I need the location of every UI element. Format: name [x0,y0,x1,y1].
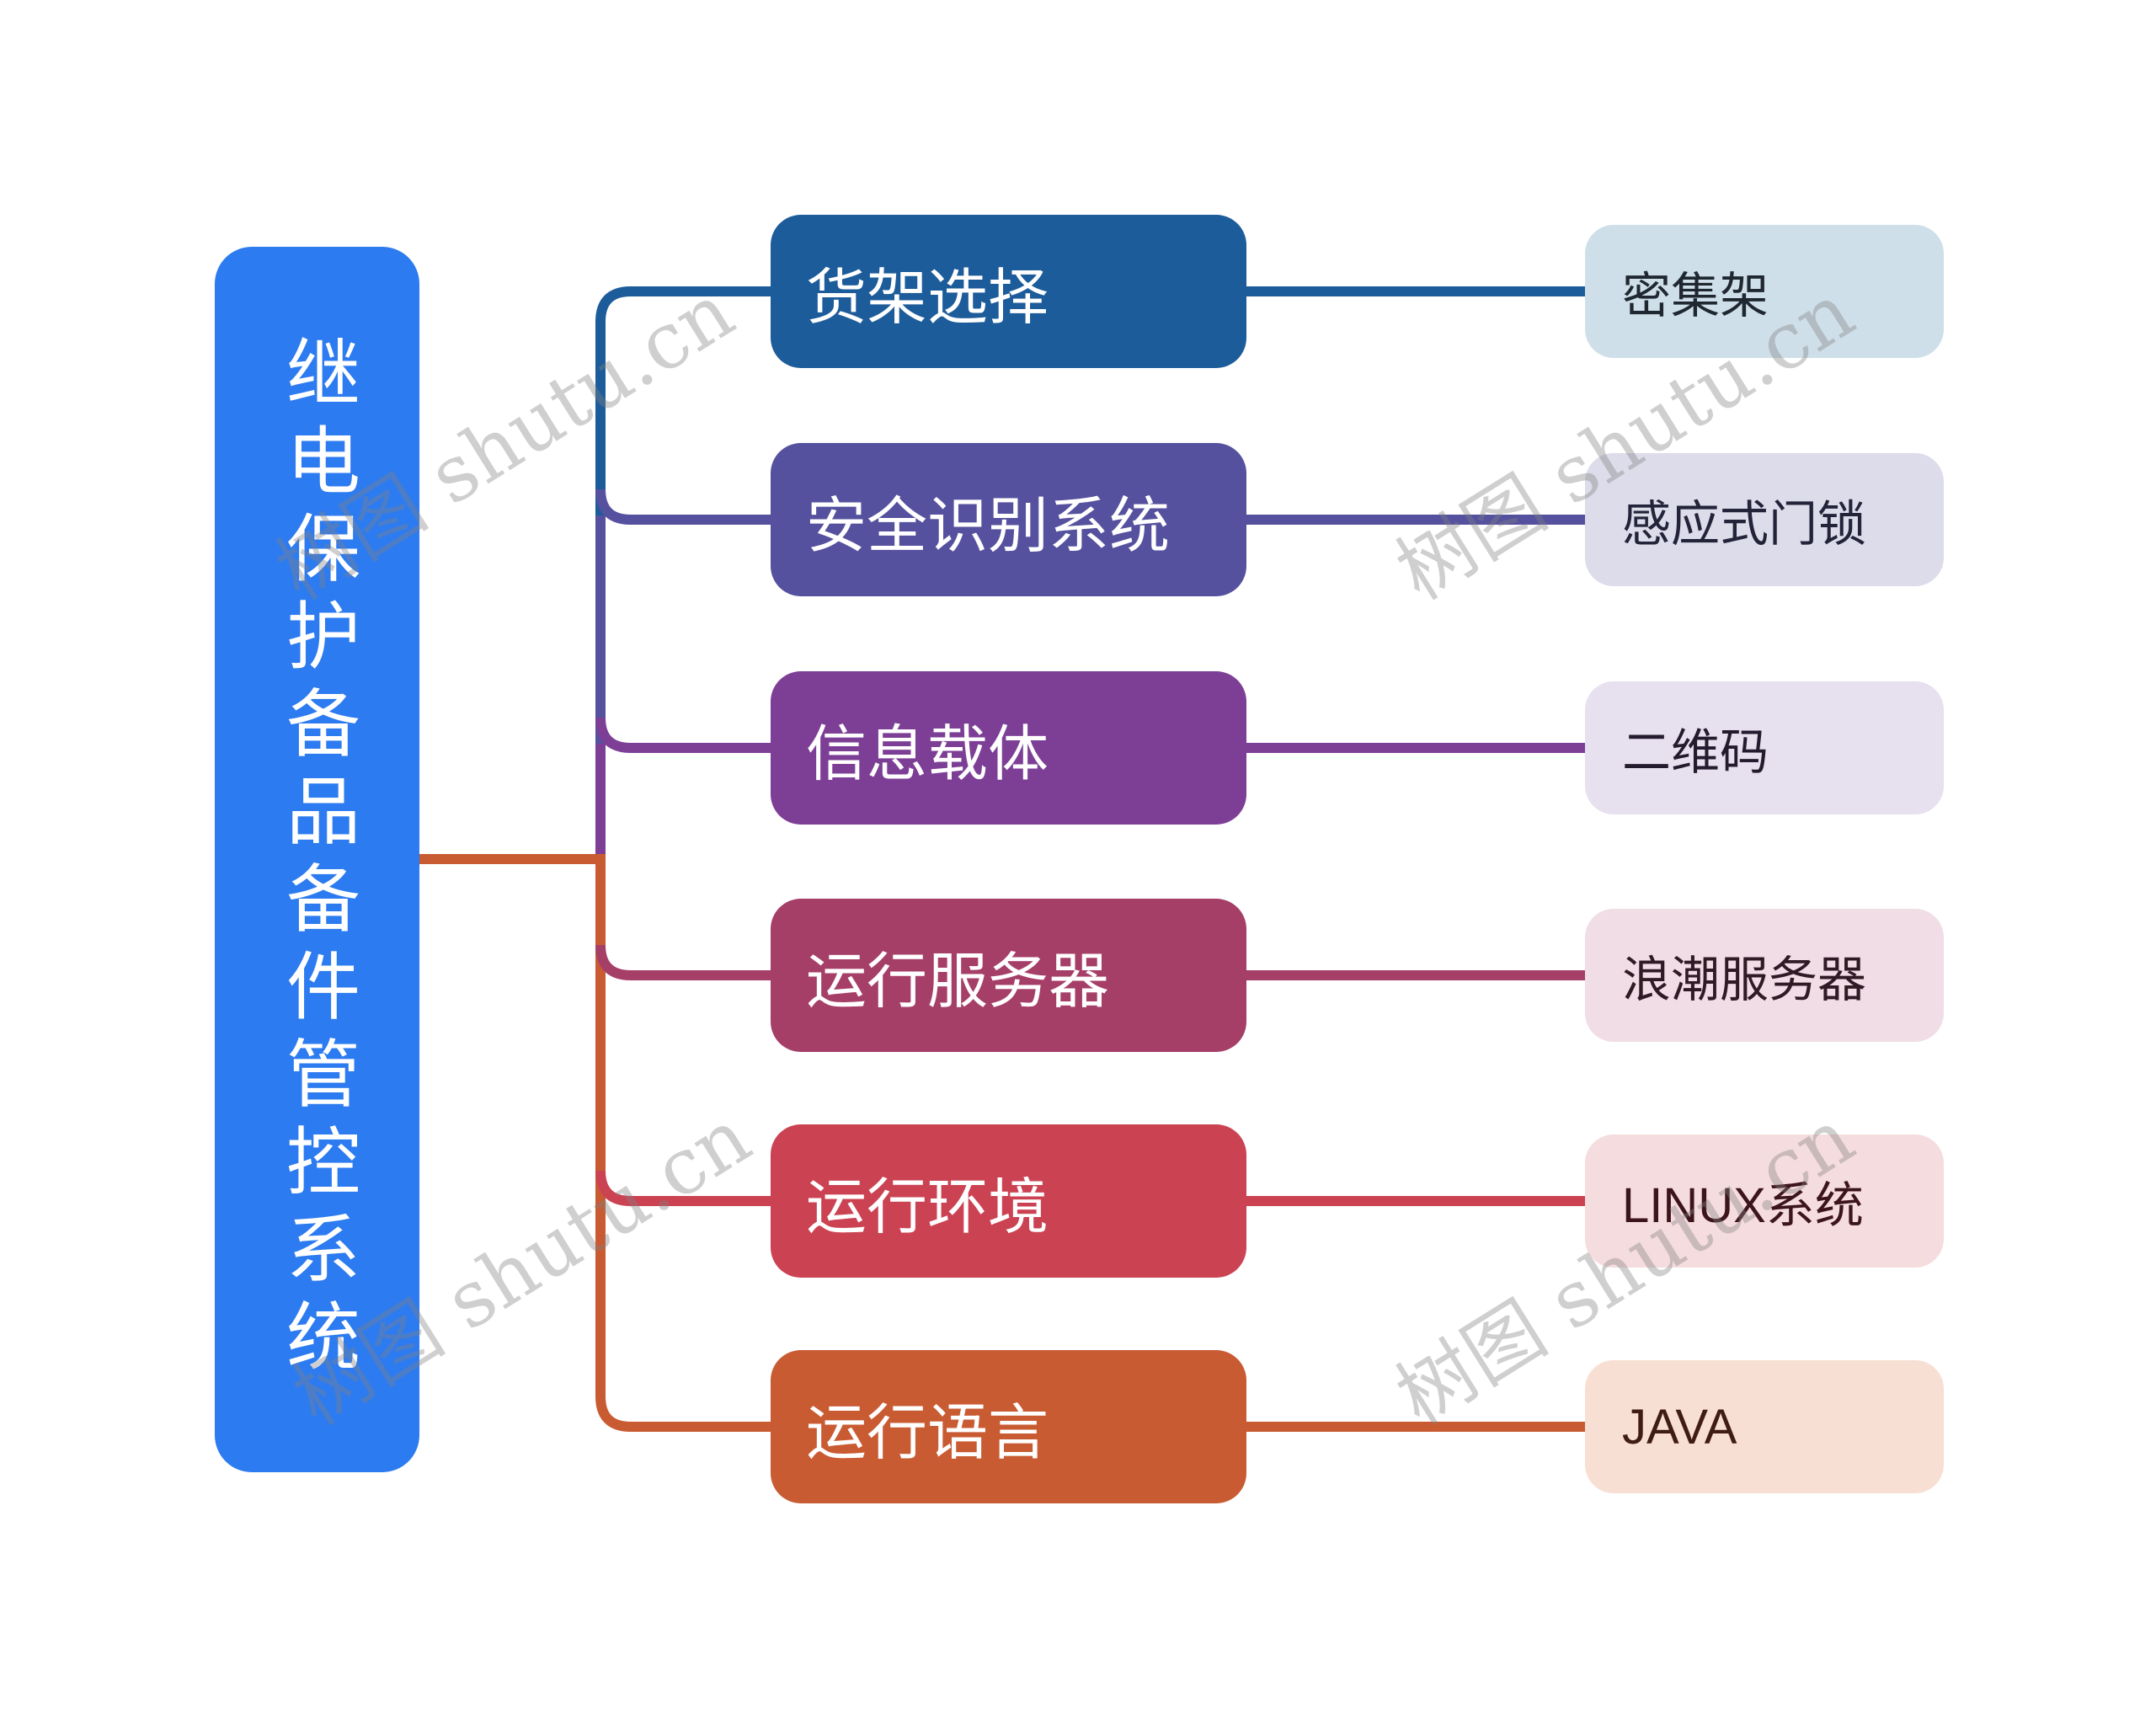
leaf-node-label: LINUX系统 [1622,1178,1864,1233]
branch-node-label: 运行服务器 [806,948,1110,1016]
branch-node-label: 信息载体 [806,720,1049,788]
leaf-node-label: 密集架 [1622,269,1769,323]
branch-node-label: 安全识别系统 [806,492,1171,560]
leaf-node-label: 感应式门锁 [1622,497,1867,552]
leaf-node-inspur-server[interactable]: 浪潮服务器 [1585,909,1944,1042]
leaf-node-linux-system[interactable]: LINUX系统 [1585,1134,1944,1268]
leaf-node-label: 浪潮服务器 [1622,953,1867,1007]
root-node-label: 继电保护备品备件管控系统 [275,334,360,1385]
branch-node-info-carrier[interactable]: 信息载体 [771,671,1246,825]
leaf-node-label: JAVA [1622,1399,1737,1455]
leaf-node-label: 二维码 [1622,725,1769,780]
branch-node-security-id-system[interactable]: 安全识别系统 [771,443,1246,596]
branch-node-running-server[interactable]: 运行服务器 [771,899,1246,1052]
leaf-node-induction-door-lock[interactable]: 感应式门锁 [1585,453,1944,586]
leaf-node-java[interactable]: JAVA [1585,1360,1944,1493]
branch-node-label: 货架选择 [806,264,1049,332]
branch-node-shelf-selection[interactable]: 货架选择 [771,215,1246,368]
branch-node-label: 运行环境 [806,1173,1049,1241]
root-node[interactable]: 继电保护备品备件管控系统 [215,247,419,1472]
leaf-node-qr-code[interactable]: 二维码 [1585,681,1944,814]
branch-node-running-language[interactable]: 运行语言 [771,1350,1246,1503]
leaf-node-dense-rack[interactable]: 密集架 [1585,225,1944,358]
branch-node-label: 运行语言 [806,1399,1049,1467]
branch-node-running-environment[interactable]: 运行环境 [771,1124,1246,1278]
